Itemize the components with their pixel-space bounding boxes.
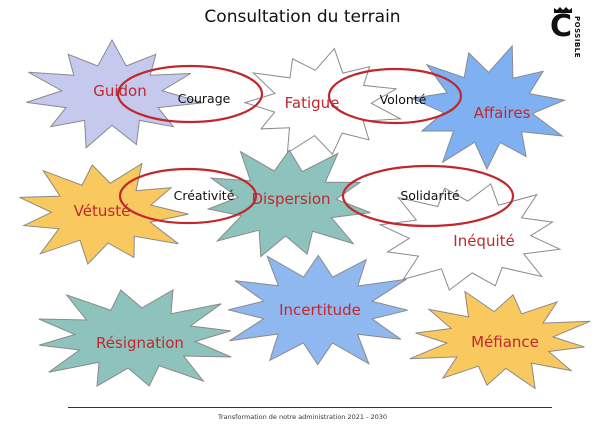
star-vetuste: Vétusté — [19, 162, 189, 265]
star-label: Affaires — [474, 104, 531, 122]
oval-courage: Courage — [116, 64, 264, 124]
c-possible-logo: C POSSIBLE — [550, 4, 590, 60]
star-shape — [38, 288, 232, 388]
oval-solidarite: Solidarité — [341, 164, 515, 228]
star-label: Dispersion — [251, 190, 330, 208]
oval-outline — [116, 64, 264, 124]
star-shape — [243, 47, 403, 156]
oval-volonte: Volonté — [327, 67, 463, 125]
oval-outline — [327, 67, 463, 125]
star-resignation: Résignation — [38, 288, 232, 388]
oval-outline — [118, 167, 258, 225]
star-shape — [409, 290, 591, 390]
oval-creativite: Créativité — [118, 167, 258, 225]
oval-outline — [341, 164, 515, 228]
star-label: Fatigue — [285, 94, 340, 112]
star-label: Guidon — [93, 82, 147, 100]
logo-word: POSSIBLE — [573, 16, 581, 59]
crown-icon — [554, 7, 572, 13]
star-inequite: Inéquité — [378, 183, 562, 291]
star-label: Incertitude — [279, 301, 361, 319]
footer-text: Transformation de notre administration 2… — [217, 413, 388, 421]
oval-label: Courage — [178, 91, 231, 106]
star-label: Inéquité — [453, 232, 514, 250]
star-shape — [19, 162, 189, 265]
star-mefiance: Méfiance — [409, 290, 591, 390]
star-guidon: Guidon — [26, 38, 204, 149]
star-shape — [228, 254, 408, 366]
star-incertitude: Incertitude — [228, 254, 408, 366]
logo-letter: C — [550, 9, 573, 44]
star-label: Résignation — [96, 334, 184, 352]
star-shape — [26, 38, 204, 149]
star-fatigue: Fatigue — [243, 47, 403, 156]
oval-label: Solidarité — [400, 188, 460, 203]
star-shape — [410, 44, 567, 171]
star-dispersion: Dispersion — [206, 149, 371, 258]
star-affaires: Affaires — [410, 44, 567, 171]
footer-divider — [68, 407, 552, 408]
oval-label: Volonté — [380, 92, 427, 107]
slide-title: Consultation du terrain — [204, 7, 401, 27]
star-shape — [206, 149, 371, 258]
star-label: Méfiance — [471, 333, 539, 351]
star-label: Vétusté — [74, 202, 131, 220]
oval-label: Créativité — [174, 188, 235, 203]
